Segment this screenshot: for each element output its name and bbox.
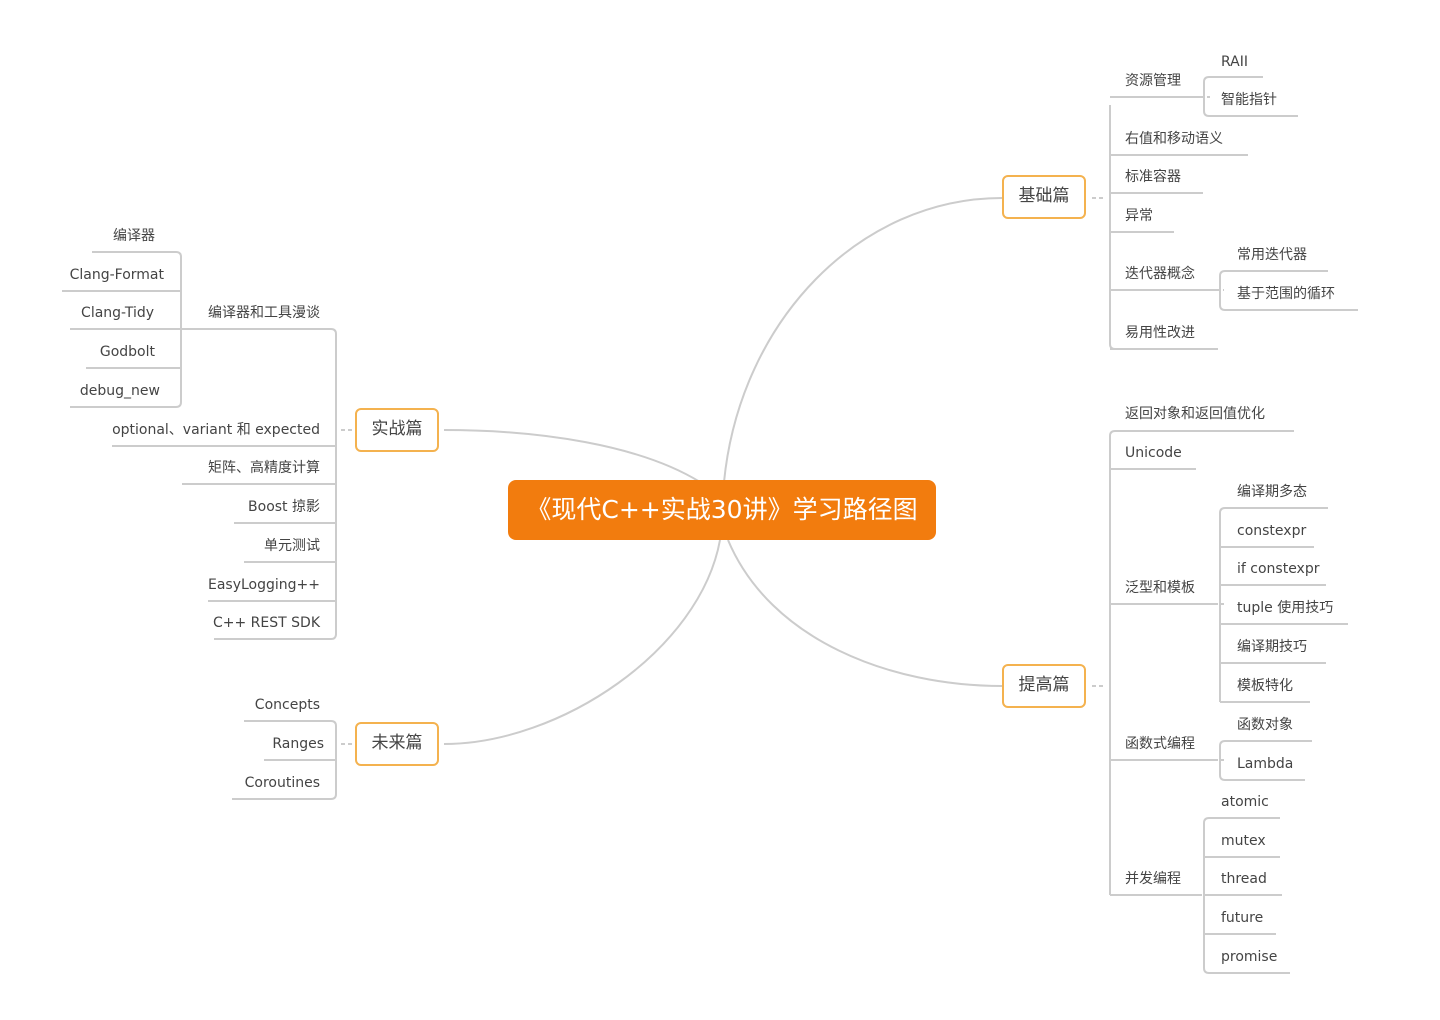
subtopic-atomic[interactable]: atomic — [1221, 794, 1269, 810]
topic-fanxing[interactable]: 泛型和模板 — [1125, 580, 1195, 596]
branch-weilai-label: 未来篇 — [371, 733, 423, 753]
topic-boost[interactable]: Boost 掠影 — [248, 499, 320, 515]
topic-danyuan[interactable]: 单元测试 — [264, 538, 320, 554]
subtopic-clang-format[interactable]: Clang-Format — [69, 267, 164, 283]
topic-bianyiqi[interactable]: 编译器和工具漫谈 — [208, 305, 320, 321]
topic-unicode[interactable]: Unicode — [1125, 445, 1182, 461]
topic-youzhi[interactable]: 右值和移动语义 — [1125, 131, 1223, 147]
subtopic-common-iterator[interactable]: 常用迭代器 — [1237, 247, 1307, 263]
subtopic-future[interactable]: future — [1221, 910, 1264, 926]
root-node[interactable]: 《现代C++实战30讲》学习路径图 — [508, 480, 936, 540]
subtopic-mutex[interactable]: mutex — [1221, 833, 1266, 849]
topic-juzhen[interactable]: 矩阵、高精度计算 — [208, 460, 320, 476]
branch-tigao[interactable]: 提高篇 — [1002, 664, 1086, 708]
subtopic-constexpr[interactable]: constexpr — [1237, 523, 1307, 539]
subtopic-debug-new[interactable]: debug_new — [79, 383, 160, 399]
branch-shizhan[interactable]: 实战篇 — [355, 408, 439, 452]
branch-jichu[interactable]: 基础篇 — [1002, 175, 1086, 219]
subtopic-thread[interactable]: thread — [1221, 871, 1267, 887]
subtopic-clang-tidy[interactable]: Clang-Tidy — [81, 305, 154, 321]
topic-hanshu[interactable]: 函数式编程 — [1125, 736, 1195, 752]
subtopic-compile-polymorphism[interactable]: 编译期多态 — [1237, 484, 1307, 500]
subtopic-range-for[interactable]: 基于范围的循环 — [1237, 286, 1335, 302]
subtopic-godbolt[interactable]: Godbolt — [99, 344, 155, 360]
subtopic-lambda[interactable]: Lambda — [1237, 756, 1294, 772]
topic-coroutines[interactable]: Coroutines — [244, 775, 320, 791]
topic-biaozhun[interactable]: 标准容器 — [1125, 169, 1181, 185]
topic-ranges[interactable]: Ranges — [272, 736, 324, 752]
topic-yichang[interactable]: 异常 — [1125, 208, 1153, 224]
branch-weilai[interactable]: 未来篇 — [355, 722, 439, 766]
topic-ziyuan[interactable]: 资源管理 — [1125, 73, 1181, 89]
root-title: 《现代C++实战30讲》学习路径图 — [526, 495, 918, 524]
subtopic-smart-pointer[interactable]: 智能指针 — [1221, 92, 1277, 108]
subtopic-compile-tricks[interactable]: 编译期技巧 — [1237, 639, 1307, 655]
subtopic-tuple[interactable]: tuple 使用技巧 — [1237, 600, 1334, 616]
topic-concepts[interactable]: Concepts — [254, 697, 320, 713]
branch-shizhan-label: 实战篇 — [371, 419, 423, 439]
subtopic-function-object[interactable]: 函数对象 — [1237, 717, 1293, 733]
topic-optional[interactable]: optional、variant 和 expected — [112, 422, 320, 438]
topic-bingfa[interactable]: 并发编程 — [1125, 871, 1181, 887]
subtopic-raii[interactable]: RAII — [1221, 54, 1248, 70]
branch-jichu-label: 基础篇 — [1018, 186, 1070, 206]
branch-tigao-label: 提高篇 — [1018, 675, 1070, 695]
topic-fanhui[interactable]: 返回对象和返回值优化 — [1125, 406, 1265, 422]
subtopic-template-specialization[interactable]: 模板特化 — [1237, 678, 1293, 694]
topic-easylogging[interactable]: EasyLogging++ — [207, 577, 320, 593]
topic-rest-sdk[interactable]: C++ REST SDK — [213, 615, 320, 631]
subtopic-if-constexpr[interactable]: if constexpr — [1237, 561, 1320, 577]
topic-diedai[interactable]: 迭代器概念 — [1125, 266, 1195, 282]
subtopic-compiler[interactable]: 编译器 — [113, 228, 155, 244]
subtopic-promise[interactable]: promise — [1221, 949, 1278, 965]
topic-yiyong[interactable]: 易用性改进 — [1125, 325, 1195, 341]
